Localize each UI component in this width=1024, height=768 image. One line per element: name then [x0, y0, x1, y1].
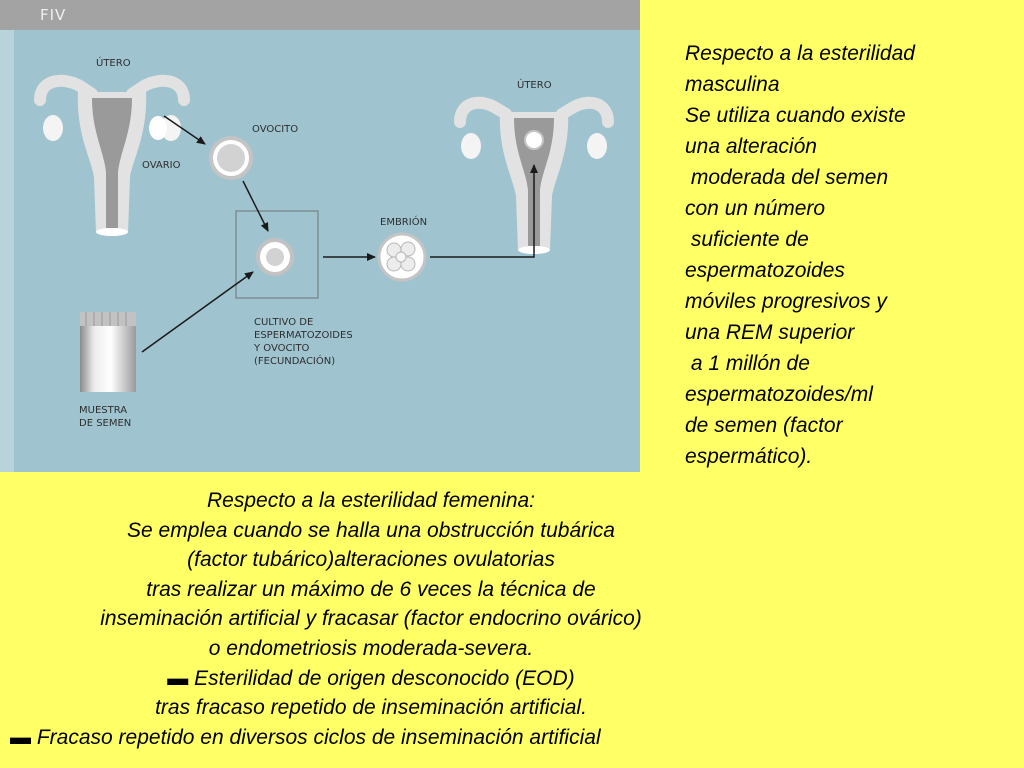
male-text-line: una alteración — [685, 135, 817, 158]
female-bullet-item: ▬ Fracaso repetido en diversos ciclos de… — [0, 723, 742, 753]
male-text-line: móviles progresivos y — [685, 290, 887, 313]
female-text-line: Se emplea cuando se halla una obstrucció… — [127, 518, 615, 542]
male-text-line: suficiente de — [685, 228, 809, 251]
uterus-left-icon — [34, 74, 190, 236]
arrow-embryo-to-uterus — [430, 164, 538, 258]
arrow-ovary-to-oocyte — [163, 115, 206, 145]
culture-dish-outline — [235, 210, 319, 299]
fertilized-egg-icon — [256, 238, 294, 276]
male-text-line: espermático). — [685, 445, 813, 468]
semen-sample-tube-icon — [80, 312, 136, 392]
male-text-line: Respecto a la esterilidad — [685, 42, 915, 65]
female-bullet-item: ▬ Esterilidad de origen desconocido (EOD… — [0, 664, 742, 694]
label-utero-right: ÚTERO — [517, 80, 552, 91]
male-text-line: de semen (factor — [685, 414, 843, 437]
female-text-line: tras fracaso repetido de inseminación ar… — [155, 696, 587, 720]
male-text-line: espermatozoides/ml — [685, 383, 873, 406]
male-text-line: espermatozoides — [685, 259, 845, 282]
female-text-line: Respecto a la esterilidad femenina: — [206, 489, 536, 512]
female-infertility-text: Respecto a la esterilidad femenina: Se e… — [0, 486, 742, 752]
label-ovario: OVARIO — [142, 160, 181, 171]
male-text-line: a 1 millón de — [685, 352, 810, 375]
male-text-line: moderada del semen — [685, 166, 889, 189]
figure-title: FIV — [40, 6, 67, 24]
dash-bullet-icon: ▬ — [10, 725, 31, 749]
fiv-diagram: FIV — [0, 0, 640, 472]
label-ovocito: OVOCITO — [252, 124, 299, 135]
female-text-line: Esterilidad de origen desconocido (EOD) — [194, 666, 575, 690]
embryo-icon — [377, 232, 427, 282]
dash-bullet-icon: ▬ — [167, 666, 189, 690]
ovary-icon — [149, 116, 167, 140]
figure-header-bar: FIV — [0, 0, 640, 30]
male-text-line: una REM superior — [685, 321, 855, 344]
fiv-illustration — [34, 74, 614, 392]
arrow-semen-to-culture — [141, 271, 254, 353]
male-text-line: con un número — [685, 197, 826, 220]
label-cultivo: CULTIVO DE ESPERMATOZOIDES Y OVOCITO (FE… — [254, 317, 353, 367]
female-text-line: inseminación artificial y fracasar (fact… — [100, 607, 642, 631]
arrow-oocyte-to-culture — [242, 180, 269, 232]
process-arrows — [141, 115, 538, 353]
oocyte-icon — [209, 136, 253, 180]
female-text-line: (factor tubárico)alteraciones ovulatoria… — [187, 548, 555, 572]
male-infertility-text: Respecto a la esterilidad masculina Se u… — [685, 38, 1015, 472]
female-text-line: o endometriosis moderada-severa. — [208, 636, 534, 660]
label-embrion: EMBRIÓN — [380, 217, 428, 228]
label-utero-left: ÚTERO — [96, 58, 131, 69]
label-muestra-semen: MUESTRA DE SEMEN — [79, 405, 132, 429]
figure-left-strip — [0, 30, 14, 472]
male-text-line: masculina — [685, 73, 780, 96]
female-text-line: tras realizar un máximo de 6 veces la té… — [146, 577, 596, 601]
male-text-line: Se utiliza cuando existe — [685, 104, 906, 127]
female-text-line: Fracaso repetido en diversos ciclos de i… — [36, 725, 601, 749]
